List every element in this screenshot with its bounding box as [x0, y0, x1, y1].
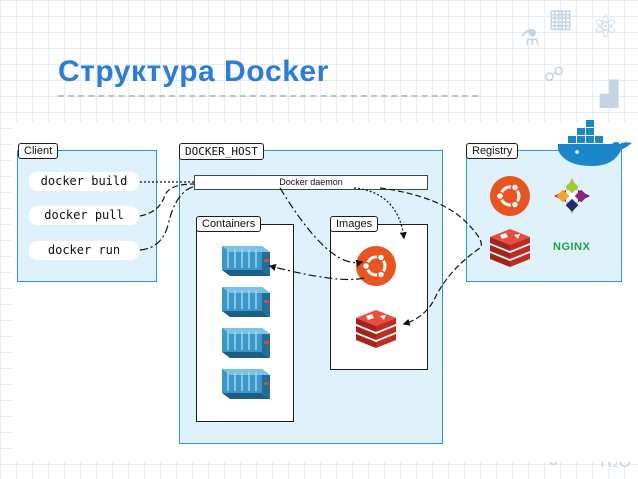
registry-title: Registry [466, 143, 519, 159]
registry-box [466, 150, 622, 282]
images-title: Images [330, 216, 379, 232]
docker-whale-icon [558, 120, 632, 166]
chart-doodle-icon: ▟ [600, 80, 619, 108]
image-to-container-arrow [268, 263, 365, 281]
docker-pull-command[interactable]: docker pull [29, 206, 139, 225]
container-icon [221, 286, 271, 318]
docker-host-title: DOCKER_HOST [179, 143, 264, 160]
run-arrow [139, 185, 197, 251]
pull-arrow [139, 183, 195, 217]
flask-doodle-icon: ⚗ [520, 26, 540, 51]
container-icon [221, 368, 271, 400]
redis-registry-icon [490, 229, 530, 267]
build-image-arrow [353, 187, 407, 240]
atom-doodle-icon: ⚛ [592, 10, 619, 45]
ubuntu-registry-icon [488, 174, 532, 218]
redis-image-icon [356, 310, 396, 348]
nginx-logo: NGINX [553, 241, 591, 253]
ubuntu-image-icon [354, 244, 398, 288]
docker-build-command[interactable]: docker build [29, 172, 139, 191]
container-icon [221, 245, 271, 277]
run-from-image-arrow [279, 187, 364, 267]
docker-daemon-bar: Docker daemon [194, 175, 428, 190]
slide-title: Структура Docker [58, 55, 329, 88]
client-title: Client [18, 143, 59, 159]
pull-registry-arrow [379, 187, 482, 326]
containers-title: Containers [196, 216, 262, 232]
centos-registry-icon [554, 178, 590, 214]
title-underline [58, 95, 478, 97]
molecule-doodle-icon: ☍ [544, 62, 565, 86]
container-icon [221, 327, 271, 359]
calculator-doodle-icon: ▦ [548, 4, 573, 34]
docker-run-command[interactable]: docker run [29, 241, 139, 260]
